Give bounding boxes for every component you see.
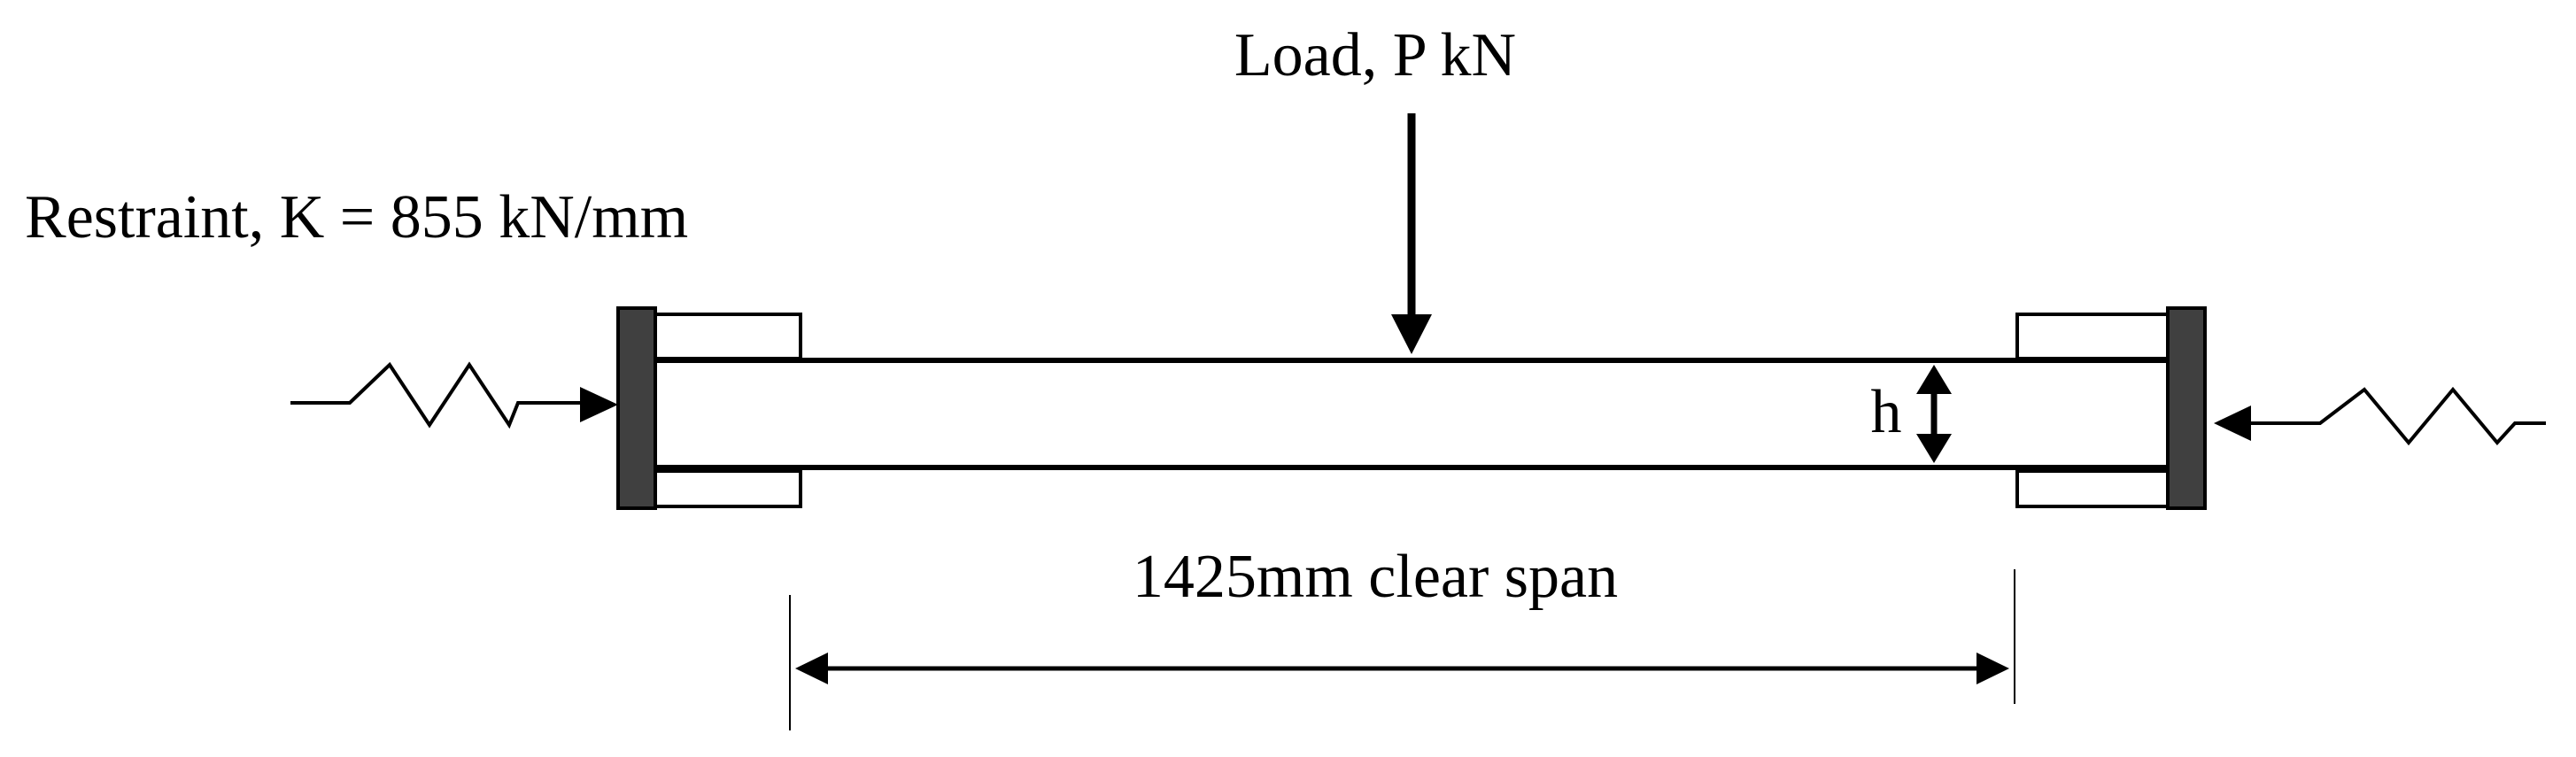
depth-arrow <box>1916 365 1952 463</box>
right-bottom-support <box>2015 469 2170 508</box>
load-arrow <box>1391 113 1432 354</box>
left-top-support <box>654 313 802 360</box>
right-restraint-arrow <box>2214 406 2251 441</box>
restraint-label: Restraint, K = 855 kN/mm <box>25 183 688 251</box>
left-spring <box>290 361 580 429</box>
left-restraint-arrow <box>580 387 618 422</box>
beam <box>655 358 2168 470</box>
span-label: 1425mm clear span <box>1133 543 1618 611</box>
left-bottom-support <box>654 469 802 508</box>
span-dimension <box>789 569 2015 730</box>
right-top-support <box>2015 313 2170 360</box>
load-label: Load, P kN <box>1234 21 1516 89</box>
left-end-plate <box>616 306 657 510</box>
depth-label: h <box>1871 378 1902 446</box>
right-end-plate <box>2166 306 2207 510</box>
right-spring <box>2251 386 2546 446</box>
